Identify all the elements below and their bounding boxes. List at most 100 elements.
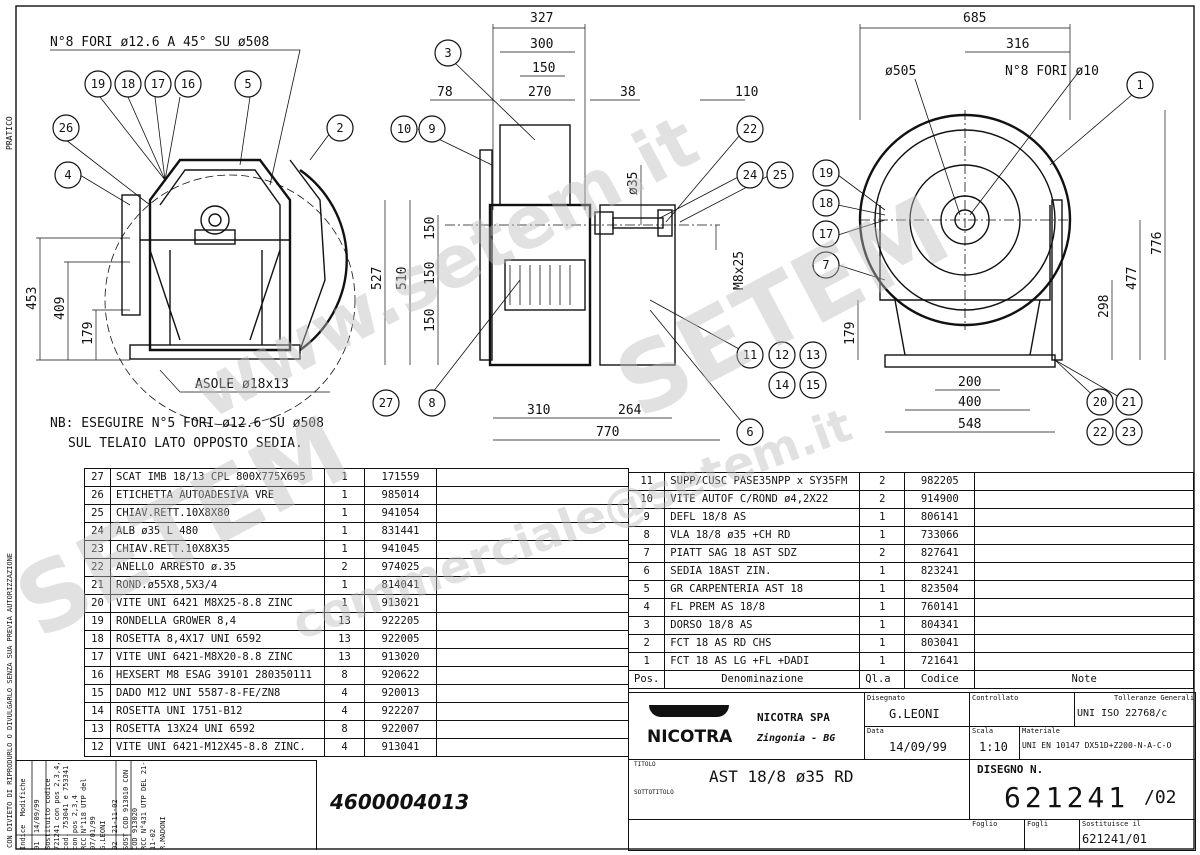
svg-text:12: 12 <box>775 348 789 362</box>
dim-453: 453 <box>25 287 40 310</box>
part-qty: 1 <box>324 594 365 613</box>
part-qty: 13 <box>324 648 365 667</box>
part-desc: VITE UNI 6421-M12X45-8.8 ZINC. <box>110 738 325 757</box>
materiale-value: UNI EN 10147 DX51D+Z200-N-A-C-O <box>1022 741 1172 750</box>
svg-text:16: 16 <box>181 77 195 91</box>
part-code: 803041 <box>904 634 976 653</box>
svg-text:9: 9 <box>428 122 435 136</box>
part-pos: 1 <box>627 652 666 671</box>
balloon: 2 <box>326 114 354 142</box>
part-code: 920622 <box>364 666 437 685</box>
dim-179-left: 179 <box>81 322 96 345</box>
part-qty: 8 <box>324 720 365 739</box>
balloon: 17 <box>812 220 840 248</box>
dim-78: 78 <box>437 85 453 100</box>
part-pos: 26 <box>84 486 111 505</box>
article-number: 4600004013 <box>330 790 470 814</box>
rev1-index: 01 <box>33 841 41 850</box>
part-desc: HEXSERT M8 ESAG 39101 280350111 <box>110 666 325 685</box>
disegnato-cell: Disegnato G.LEONI <box>864 693 970 727</box>
balloon: 18 <box>114 70 142 98</box>
balloon: 24 <box>736 161 764 189</box>
part-pos: 12 <box>84 738 111 757</box>
part-desc: CHIAV.RETT.10X8X80 <box>110 504 325 523</box>
dim-38: 38 <box>620 85 636 100</box>
svg-text:10: 10 <box>397 122 411 136</box>
base-rail <box>129 344 301 360</box>
dim-200: 200 <box>958 375 981 390</box>
part-qty: 1 <box>859 580 906 599</box>
part-notes <box>436 576 629 595</box>
balloon: 15 <box>799 371 827 399</box>
parts-header: Pos. Denominazione Ql.a Codice Note <box>627 670 1194 689</box>
part-code: 814041 <box>364 576 437 595</box>
part-pos: 9 <box>627 508 666 527</box>
svg-text:11: 11 <box>743 348 757 362</box>
balloons: 19 18 17 16 5 26 2 4 3 10 9 22 24 25 8 2… <box>52 39 1154 446</box>
part-notes <box>436 594 629 613</box>
part-qty: 2 <box>859 472 906 491</box>
part-notes <box>974 508 1194 527</box>
part-qty: 1 <box>859 598 906 617</box>
tolleranze-cell: Tolleranze Generali UNI ISO 22768/c <box>1074 693 1195 727</box>
part-code: 985014 <box>364 486 437 505</box>
balloon: 19 <box>84 70 112 98</box>
balloon: 11 <box>736 341 764 369</box>
part-pos: 17 <box>84 648 111 667</box>
part-notes <box>436 504 629 523</box>
balloon: 8 <box>418 389 446 417</box>
part-desc: FCT 18 AS LG +FL +DADI <box>664 652 861 671</box>
indice-label: Indice <box>19 824 27 850</box>
balloon: 18 <box>812 189 840 217</box>
balloon: 10 <box>390 115 418 143</box>
sostituisce-value: 621241/01 <box>1082 832 1148 846</box>
balloon: 1 <box>1126 71 1154 99</box>
part-qty: 4 <box>324 738 365 757</box>
balloon: 13 <box>799 341 827 369</box>
part-desc: SUPP/CUSC PASE35NPP x SY35FM <box>664 472 861 491</box>
materiale-label: Materiale <box>1022 727 1060 735</box>
svg-text:22: 22 <box>1093 425 1107 439</box>
header-pos: Pos. <box>627 670 666 689</box>
part-pos: 24 <box>84 522 111 541</box>
dim-270: 270 <box>528 85 551 100</box>
part-notes <box>436 612 629 631</box>
part-pos: 14 <box>84 702 111 721</box>
dim-179-right: 179 <box>843 322 858 345</box>
disegnato-label: Disegnato <box>867 694 905 702</box>
part-desc: VITE UNI 6421 M8X25-8.8 ZINC <box>110 594 325 613</box>
foglio-cell: Foglio <box>969 819 1025 850</box>
part-desc: ROND.ø55X8,5X3/4 <box>110 576 325 595</box>
part-pos: 6 <box>627 562 666 581</box>
disegnato-value: G.LEONI <box>889 707 940 721</box>
balloon: 5 <box>234 70 262 98</box>
rev2-author: R.MADONI <box>159 816 167 850</box>
rev1-text2: RCC N°118 UTP del 07/01/99 <box>80 778 97 850</box>
part-code: 914900 <box>904 490 976 509</box>
part-code: 922007 <box>364 720 437 739</box>
note-slots: ASOLE ø18x13 <box>195 377 289 392</box>
dim-310: 310 <box>527 403 550 418</box>
revision-text-column: Indice Modifiche 01 14/09/99 Sostituito … <box>16 761 168 850</box>
svg-text:20: 20 <box>1093 395 1107 409</box>
part-code: 721641 <box>904 652 976 671</box>
part-qty: 1 <box>324 540 365 559</box>
part-notes <box>436 702 629 721</box>
part-qty: 2 <box>324 558 365 577</box>
company-cell: NICOTRA NICOTRA SPA Zingonia - BG <box>629 693 865 760</box>
part-qty: 1 <box>859 562 906 581</box>
dim-150: 150 <box>532 61 555 76</box>
scala-label: Scala <box>972 727 994 735</box>
bolt-spec: M8x25 <box>732 251 747 290</box>
title-block: NICOTRA NICOTRA SPA Zingonia - BG Disegn… <box>628 692 1196 851</box>
balloon: 3 <box>434 39 462 67</box>
dim-548: 548 <box>958 417 981 432</box>
